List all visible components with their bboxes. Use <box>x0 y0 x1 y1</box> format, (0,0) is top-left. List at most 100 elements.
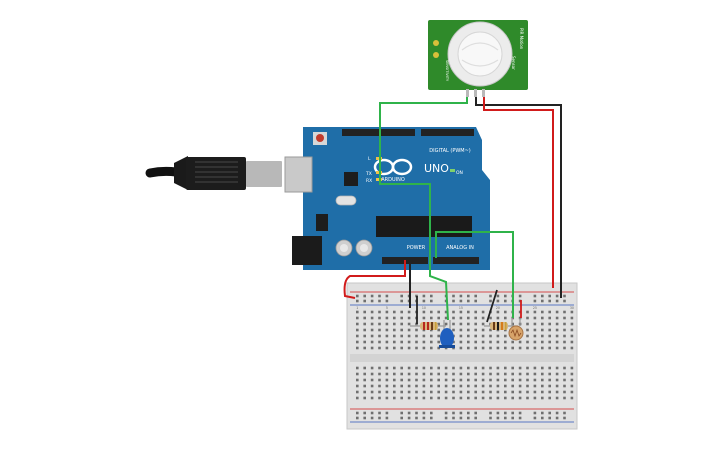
breadboard-hole <box>385 294 389 298</box>
breadboard-hole <box>474 396 477 400</box>
breadboard-hole <box>481 390 485 394</box>
breadboard-hole <box>415 378 418 382</box>
breadboard-hole <box>415 372 418 376</box>
breadboard-hole <box>518 294 522 298</box>
breadboard-hole <box>385 316 389 320</box>
breadboard-hole <box>415 411 418 415</box>
breadboard-hole <box>363 322 366 326</box>
breadboard-hole <box>400 322 403 326</box>
breadboard-hole <box>378 416 381 420</box>
breadboard-hole <box>526 384 529 388</box>
breadboard-hole <box>489 334 492 338</box>
breadboard-hole <box>459 390 463 394</box>
breadboard-hole <box>363 328 366 332</box>
breadboard-hole <box>526 322 529 326</box>
breadboard-column-number: 30 <box>570 306 574 310</box>
breadboard-hole <box>467 372 470 376</box>
breadboard-hole <box>563 378 566 382</box>
breadboard-hole <box>407 310 411 314</box>
breadboard-hole <box>570 328 574 332</box>
breadboard-hole <box>511 390 514 394</box>
breadboard-hole <box>496 310 500 314</box>
breadboard-hole <box>511 366 514 370</box>
breadboard-hole <box>496 396 500 400</box>
breadboard-hole <box>393 328 396 332</box>
breadboard-hole <box>430 310 433 314</box>
breadboard-hole <box>393 366 396 370</box>
breadboard-hole <box>518 346 522 350</box>
breadboard-hole <box>570 316 574 320</box>
pir-side-text: SENSITIVITY <box>445 60 449 82</box>
breadboard-hole <box>496 384 500 388</box>
breadboard-hole <box>378 299 381 303</box>
breadboard-hole <box>548 378 551 382</box>
breadboard-hole <box>459 372 463 376</box>
breadboard-hole <box>555 378 559 382</box>
breadboard-hole <box>474 340 477 344</box>
breadboard-hole <box>452 411 455 415</box>
led-blue <box>439 320 455 348</box>
pir-sensor: PIR Motion Sensor SENSITIVITY <box>428 20 528 97</box>
breadboard-hole <box>481 328 485 332</box>
breadboard-hole <box>393 340 396 344</box>
breadboard-hole <box>489 299 492 303</box>
breadboard-hole <box>459 328 463 332</box>
breadboard-hole <box>548 340 551 344</box>
breadboard-hole <box>385 411 389 415</box>
breadboard-hole <box>393 396 396 400</box>
breadboard-hole <box>541 396 544 400</box>
breadboard-hole <box>548 299 551 303</box>
breadboard-hole <box>489 396 492 400</box>
resistor2-gnd-black-wire <box>486 289 498 323</box>
breadboard-hole <box>430 294 433 298</box>
breadboard-hole <box>541 340 544 344</box>
breadboard-hole <box>363 366 366 370</box>
breadboard-hole <box>467 366 470 370</box>
breadboard-hole <box>541 346 544 350</box>
breadboard-hole <box>548 310 551 314</box>
breadboard-hole <box>555 299 559 303</box>
breadboard-hole <box>511 416 514 420</box>
breadboard-hole <box>407 334 411 338</box>
breadboard-hole <box>400 334 403 338</box>
breadboard-hole <box>496 411 500 415</box>
breadboard-hole <box>489 378 492 382</box>
breadboard-hole <box>452 396 455 400</box>
breadboard-hole <box>385 322 389 326</box>
breadboard-hole <box>430 390 433 394</box>
breadboard-hole <box>504 390 507 394</box>
breadboard-hole <box>356 411 359 415</box>
breadboard-hole <box>370 310 374 314</box>
breadboard-hole <box>533 396 537 400</box>
breadboard-hole <box>356 378 359 382</box>
breadboard-hole <box>370 328 374 332</box>
breadboard-hole <box>459 416 463 420</box>
breadboard-hole <box>363 384 366 388</box>
breadboard-hole <box>504 299 507 303</box>
breadboard-hole <box>555 411 559 415</box>
analog-label: ANALOG IN <box>446 245 474 251</box>
tx-label: TX <box>365 171 372 177</box>
breadboard-hole <box>400 396 403 400</box>
power-jack <box>292 236 322 265</box>
breadboard-hole <box>467 328 470 332</box>
breadboard-hole <box>563 372 566 376</box>
breadboard-hole <box>393 378 396 382</box>
breadboard-hole <box>533 372 537 376</box>
pir-pin-out <box>466 89 469 97</box>
breadboard-hole <box>444 390 448 394</box>
breadboard-column-number: 5 <box>386 306 388 310</box>
breadboard-hole <box>378 366 381 370</box>
breadboard-hole <box>363 411 366 415</box>
breadboard-hole <box>474 390 477 394</box>
breadboard-hole <box>400 378 403 382</box>
breadboard-hole <box>481 378 485 382</box>
breadboard-hole <box>481 396 485 400</box>
breadboard-hole <box>430 334 433 338</box>
breadboard-hole <box>563 310 566 314</box>
breadboard-hole <box>518 416 522 420</box>
breadboard-hole <box>422 384 426 388</box>
breadboard-hole <box>496 334 500 338</box>
breadboard-hole <box>452 310 455 314</box>
breadboard-hole <box>489 328 492 332</box>
